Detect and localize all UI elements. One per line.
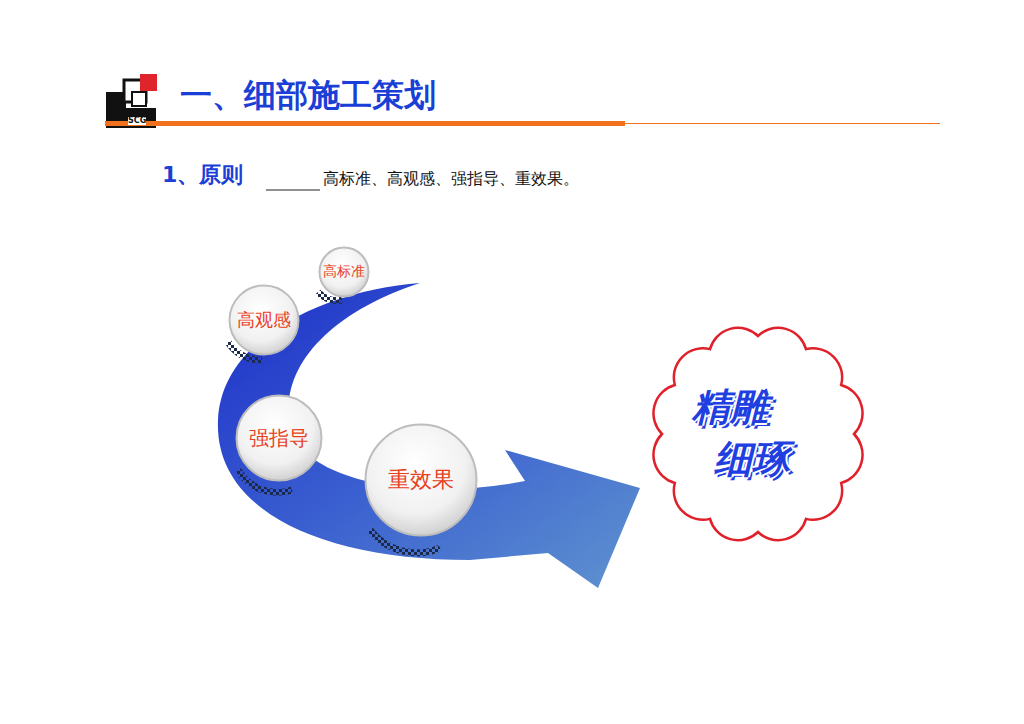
cloud-slogan: 细琢 bbox=[714, 440, 790, 478]
circle-outline bbox=[230, 286, 299, 355]
company-logo bbox=[106, 74, 157, 128]
cloud-slogan: 精雕 bbox=[692, 388, 768, 426]
title-rule-thin bbox=[625, 123, 940, 124]
goal-cloud: 精雕细琢 bbox=[648, 322, 868, 546]
circle-label: 强指导 bbox=[249, 427, 309, 449]
principle-circle: 高观感 bbox=[228, 284, 300, 356]
principle-circle: 高标准 bbox=[318, 246, 370, 298]
principle-text: 高标准、高观感、强指导、重效果。 bbox=[323, 171, 579, 187]
logo-text: SCG bbox=[128, 117, 146, 125]
cloud-shape bbox=[648, 322, 868, 546]
circle-label: 重效果 bbox=[388, 468, 454, 492]
circle-outline bbox=[237, 396, 322, 481]
circle-label: 高标准 bbox=[323, 264, 365, 279]
curved-arrow bbox=[218, 283, 640, 588]
principle-circle: 重效果 bbox=[364, 423, 478, 537]
fill-underline bbox=[266, 189, 320, 190]
cloud-outline bbox=[653, 328, 862, 540]
principle-circle: 强指导 bbox=[235, 394, 323, 482]
section-heading: 1、原则 bbox=[162, 164, 243, 186]
title-rule bbox=[105, 121, 625, 126]
slide-title: 一、细部施工策划 bbox=[180, 74, 436, 118]
circle-outline bbox=[320, 248, 369, 297]
circle-label: 高观感 bbox=[237, 310, 291, 330]
circle-outline bbox=[366, 425, 477, 536]
